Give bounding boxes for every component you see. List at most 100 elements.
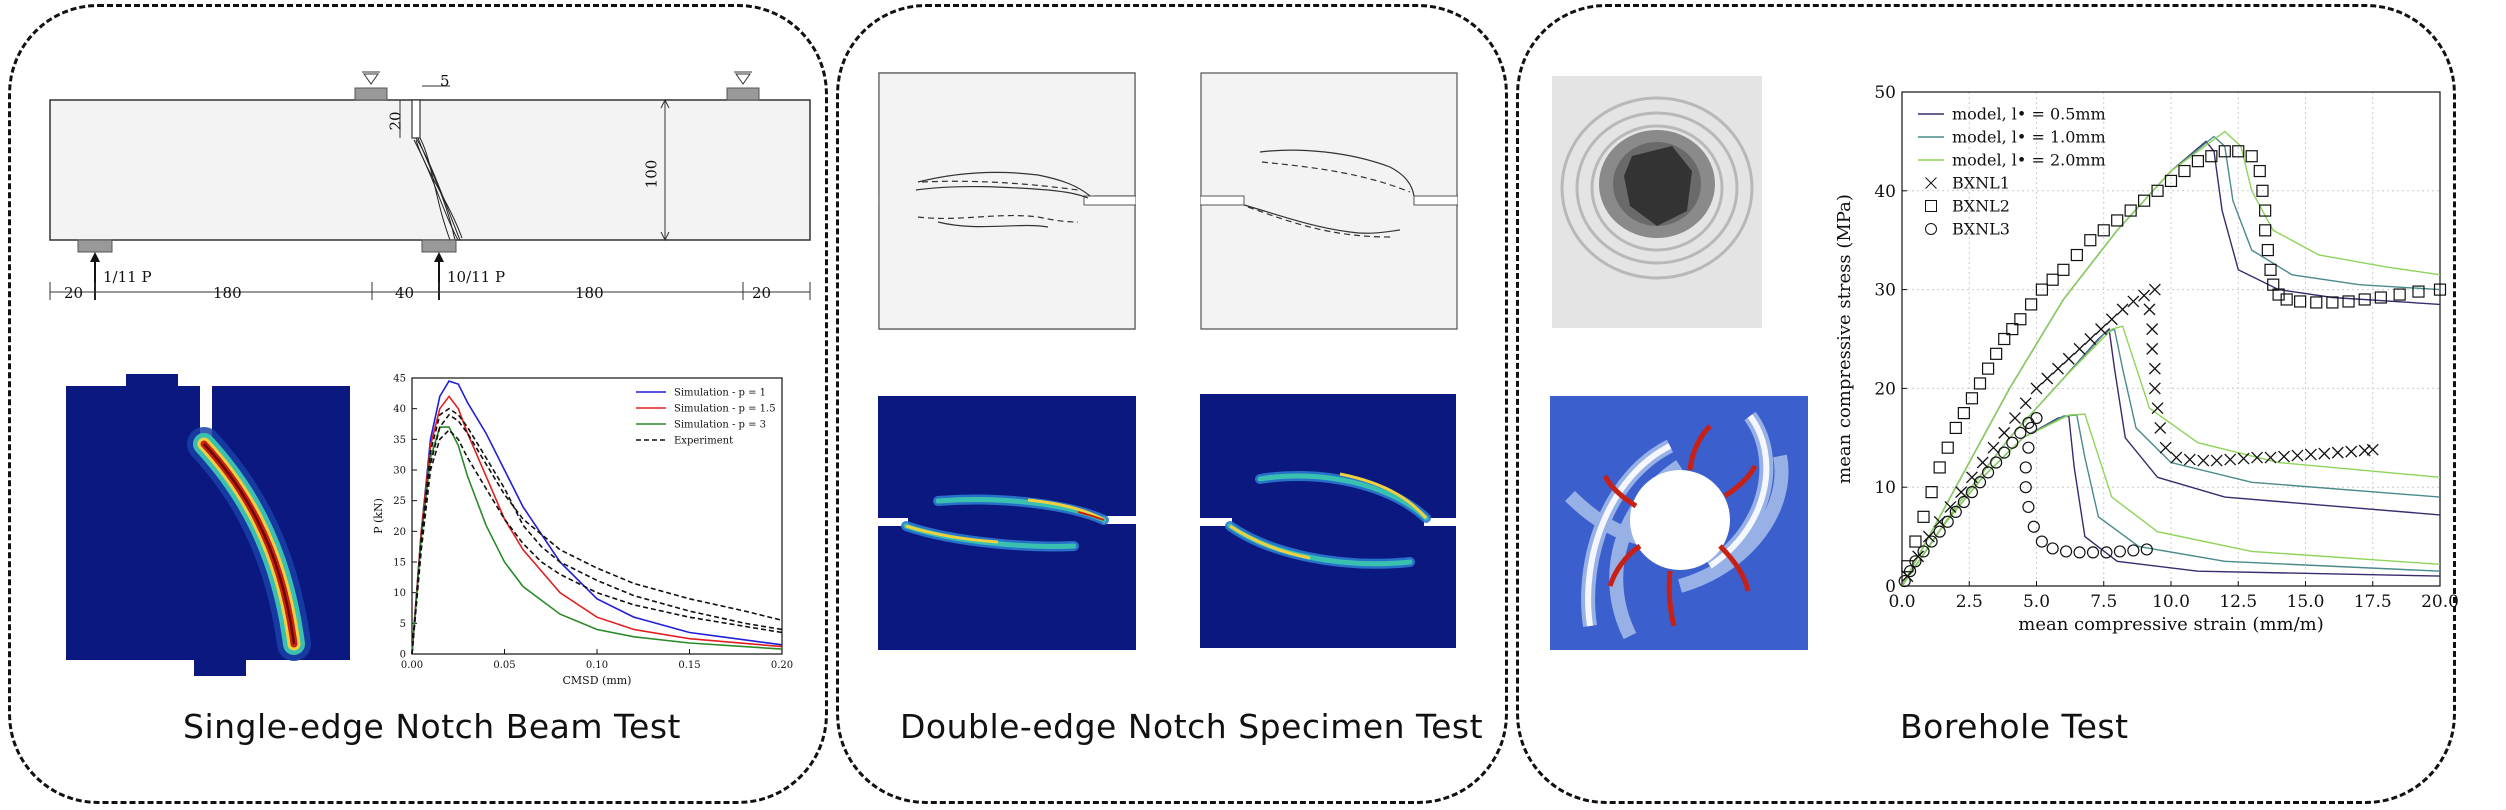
load-right-label: 10/11 P	[447, 268, 506, 286]
data-point-square	[1973, 377, 1987, 390]
data-point-stroke	[2095, 323, 2108, 336]
data-point-circle	[2022, 441, 2035, 454]
data-point-square	[2261, 243, 2274, 257]
y-tick-label: 10	[393, 588, 406, 599]
series-line	[411, 395, 783, 655]
y-axis-label: mean compressive stress (MPa)	[1834, 194, 1855, 484]
densp-caption: Double-edge Notch Specimen Test	[900, 707, 1484, 746]
x-tick-label: 12.5	[2219, 592, 2257, 612]
data-point-square	[2218, 145, 2231, 158]
legend-swatch	[1925, 177, 1937, 189]
densp-panel-border	[836, 4, 1508, 804]
data-point-stroke	[2030, 382, 2043, 395]
data-point-square	[2433, 283, 2447, 296]
data-point-square	[2256, 184, 2269, 197]
data-point-circle	[2127, 544, 2140, 557]
y-tick-label: 10	[1874, 478, 1896, 498]
series-line	[1901, 325, 2441, 587]
x-tick-label: 5.0	[2023, 592, 2050, 612]
y-tick-label: 25	[393, 496, 406, 507]
x-tick-label: 0.00	[401, 660, 423, 671]
series-line	[1901, 415, 2441, 587]
data-point-circle	[2086, 546, 2100, 559]
y-tick-label: 0	[400, 650, 406, 661]
data-point-circle	[2113, 545, 2126, 558]
data-point-stroke	[2318, 447, 2331, 460]
data-point-circle	[2059, 545, 2073, 558]
y-tick-label: 40	[393, 404, 406, 415]
y-axis-label: P (kN)	[372, 498, 385, 534]
data-point-stroke	[2127, 295, 2140, 308]
legend-label: BXNL1	[1952, 174, 2010, 193]
series-line	[411, 380, 783, 655]
data-point-circle	[1949, 505, 1962, 518]
data-point-x	[2159, 441, 2172, 454]
data-point-circle	[2019, 461, 2032, 474]
data-point-x	[2331, 446, 2344, 459]
data-point-square	[1917, 510, 1930, 523]
data-point-circle	[1909, 555, 1922, 568]
data-point-x	[1944, 501, 1957, 513]
data-point-x	[2127, 295, 2140, 308]
data-point-x	[2062, 352, 2075, 365]
data-point-x	[2143, 303, 2156, 316]
data-point-square	[2164, 174, 2178, 188]
data-point-circle	[2100, 546, 2113, 559]
data-point-x	[2019, 397, 2032, 410]
data-point-x	[2084, 333, 2097, 345]
data-point-x	[2237, 452, 2250, 465]
data-point-x	[2291, 449, 2304, 462]
data-point-x	[2318, 447, 2331, 460]
data-point-x	[2148, 283, 2161, 296]
data-point-x	[2116, 303, 2129, 316]
x-tick-label: 7.5	[2090, 592, 2117, 612]
data-point-square	[2035, 283, 2048, 296]
data-point-square	[2057, 263, 2070, 276]
data-point-circle	[1903, 565, 1917, 578]
x-axis-label: mean compressive strain (mm/m)	[2018, 614, 2324, 635]
x-tick-label: 15.0	[2287, 592, 2325, 612]
data-point-stroke	[2210, 454, 2223, 467]
data-point-x	[2264, 451, 2277, 464]
legend-swatch	[1925, 223, 1937, 235]
data-point-x	[2148, 362, 2161, 375]
data-point-x	[2073, 342, 2086, 355]
data-point-stroke	[2019, 397, 2032, 410]
legend-label: BXNL3	[1952, 220, 2010, 239]
data-point-stroke	[2251, 451, 2264, 464]
data-point-square	[2138, 194, 2151, 207]
data-point-x	[2224, 453, 2237, 466]
series-line	[1901, 413, 2441, 587]
x-tick-label: 2.5	[1956, 592, 1983, 612]
senb-damage-field	[66, 374, 350, 676]
crack-paths	[413, 137, 463, 241]
dim-label: 20	[752, 284, 772, 302]
dim-label: 180	[213, 284, 242, 302]
data-point-square	[2097, 224, 2110, 237]
dim-label: 180	[575, 284, 604, 302]
support-top-left-triangle	[363, 73, 379, 85]
data-point-square	[2412, 285, 2425, 298]
series-line	[1901, 130, 2441, 587]
senb-caption: Single-edge Notch Beam Test	[183, 707, 681, 746]
data-point-circle	[2006, 436, 2019, 449]
data-point-stroke	[2278, 450, 2290, 463]
data-point-stroke	[2041, 372, 2054, 385]
data-point-circle	[2073, 546, 2086, 559]
data-point-circle	[2022, 500, 2035, 514]
data-point-circle	[1981, 466, 1995, 479]
x-tick-label: 20.0	[2421, 592, 2459, 612]
data-point-stroke	[1998, 426, 2011, 439]
data-point-square	[1990, 347, 2003, 360]
data-point-stroke	[2183, 453, 2196, 466]
senb-beam-schematic	[49, 71, 811, 300]
data-point-stroke	[2148, 362, 2161, 375]
data-point-stroke	[2358, 444, 2371, 457]
data-point-stroke	[2224, 453, 2237, 466]
borehole-photo	[1552, 76, 1762, 328]
data-point-x	[2095, 323, 2108, 336]
data-point-circle	[2019, 481, 2032, 494]
legend-label: BXNL2	[1952, 197, 2010, 216]
data-point-x	[2146, 323, 2159, 336]
support-bottom-right	[421, 239, 457, 253]
